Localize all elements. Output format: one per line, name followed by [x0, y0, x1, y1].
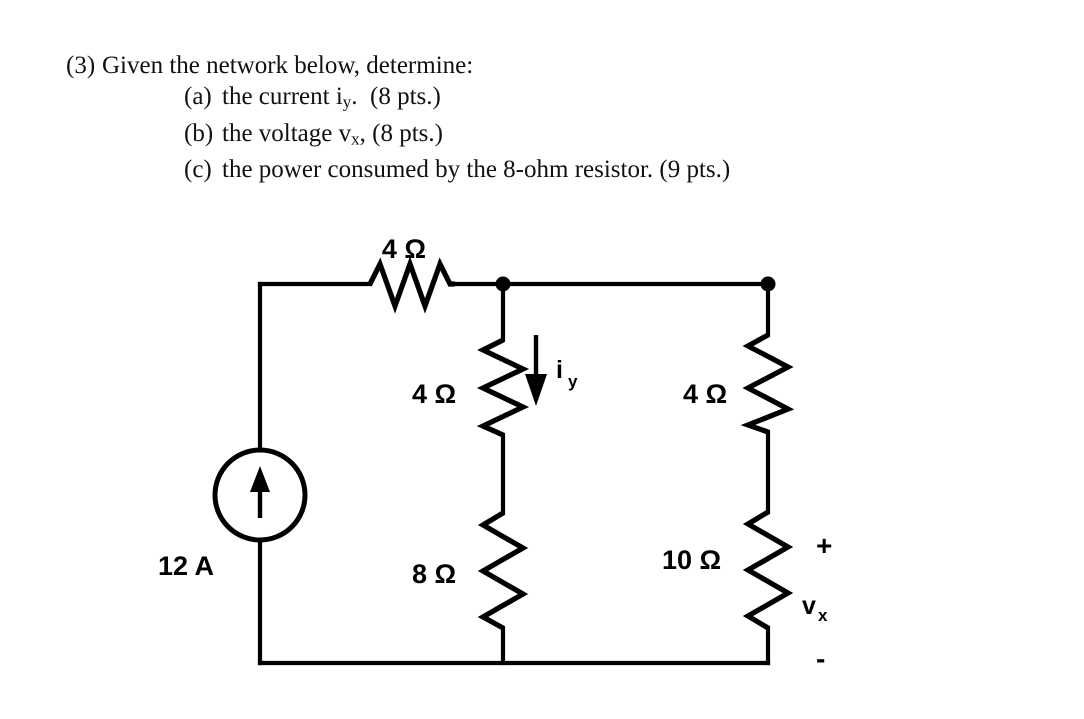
- part-a-tag: (a): [184, 83, 212, 110]
- resistor-middle-8ohm-symbol: [477, 510, 529, 631]
- label-iy-symbol: i: [556, 356, 563, 384]
- resistor-right-10ohm-symbol: [742, 509, 794, 631]
- current-source-arrow-head: [250, 466, 270, 492]
- label-middle-4ohm: 4 Ω: [412, 379, 456, 409]
- resistor-top-4ohm-symbol: [367, 256, 455, 314]
- part-a-text-before: the current i: [222, 83, 343, 110]
- problem-prompt-text: Given the network below, determine:: [102, 52, 474, 79]
- problem-prompt-line: (3)Given the network below, determine:: [0, 50, 1084, 81]
- part-b-text-before: the voltage v: [222, 119, 352, 147]
- part-c-text-before: the power consumed by the 8-ohm resistor…: [222, 156, 731, 184]
- resistor-middle-4ohm-symbol: [476, 337, 530, 438]
- part-c-tag: (c): [184, 156, 212, 184]
- part-b-tag: (b): [184, 119, 214, 147]
- label-right-10ohm: 10 Ω: [662, 545, 721, 575]
- label-top-4ohm: 4 Ω: [382, 234, 426, 264]
- part-a-subscript: y: [342, 92, 352, 112]
- part-b-text-after: , (8 pts.): [359, 119, 443, 147]
- problem-number: (3): [66, 52, 96, 79]
- problem-part-c: (c) the power consumed by the 8-ohm resis…: [0, 154, 1084, 191]
- label-vx-symbol: v: [802, 592, 816, 620]
- label-iy-subscript: y: [568, 372, 578, 391]
- problem-statement: (3)Given the network below, determine: (…: [0, 0, 1084, 191]
- label-current-source-12a: 12 A: [158, 551, 214, 581]
- iy-arrow-head: [525, 374, 547, 406]
- label-vx-subscript: x: [818, 606, 828, 625]
- problem-part-b: (b) the voltage vx, (8 pts.): [0, 118, 1084, 155]
- part-b-subscript: x: [351, 129, 360, 149]
- label-middle-8ohm: 8 Ω: [412, 559, 456, 589]
- label-right-4ohm: 4 Ω: [683, 379, 727, 409]
- resistor-right-4ohm-symbol: [740, 332, 795, 435]
- label-vx-plus: +: [816, 530, 832, 561]
- current-source-symbol: [212, 447, 308, 543]
- part-a-text-after: . (8 pts.): [351, 83, 441, 110]
- junction-dot-middle: [495, 276, 511, 292]
- problem-part-a: (a) the current iy. (8 pts.): [0, 81, 1084, 118]
- junction-dot-right: [760, 276, 776, 292]
- label-vx-minus: -: [816, 643, 825, 674]
